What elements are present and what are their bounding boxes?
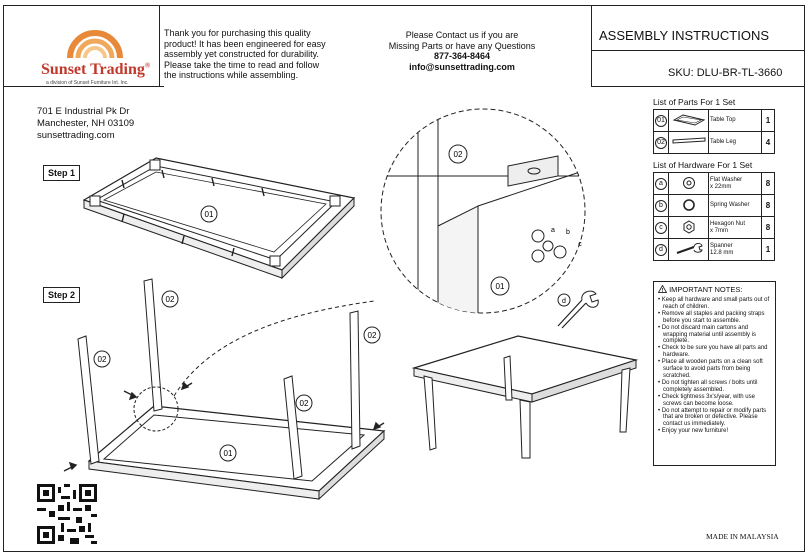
leg-label-step2-a: 02 [166,295,175,304]
contact-phone[interactable]: 877-364-8464 [433,51,491,61]
address-line-2: Manchester, NH 03109 [37,118,135,129]
qr-code-icon[interactable] [37,484,97,544]
company-address: 701 E Industrial Pk Dr Manchester, NH 03… [37,106,134,142]
part-qty: 4 [761,131,775,154]
table-top-icon [672,113,705,126]
spanner-small-icon [676,242,703,254]
detail-circle-diagram: 02 01 a b c [380,108,586,314]
divider [159,6,160,86]
hexagon-nut-icon [683,219,694,234]
part-id: 02 [655,136,667,149]
important-notes-list: • Keep all hardware and small parts out … [658,297,771,435]
part-qty: 1 [761,109,775,132]
hardware-id: a [655,177,667,190]
thanks-line: assembly yet constructed for durability. [164,49,319,59]
thank-you-text: Thank you for purchasing this quality pr… [164,28,326,81]
list-item: • Keep all hardware and small parts out … [658,297,770,310]
hardware-list-title: List of Hardware For 1 Set [653,160,753,170]
list-item: • Enjoy your new furniture! [658,428,729,435]
step-2-label: Step 2 [43,287,81,303]
table-row: 01 Table Top 1 [653,109,775,132]
svg-text:!: ! [662,288,664,293]
part-name: Table Leg [708,131,762,154]
tabletop-label-step2: 01 [224,449,233,458]
parts-list-title: List of Parts For 1 Set [653,97,736,107]
important-notes-box: ! IMPORTANT NOTES: • Keep all hardware a… [653,281,776,466]
tabletop-label-detail: 01 [496,282,505,291]
list-item: • Do not discard main cartons and wrappi… [658,324,757,345]
spanner-label: d [562,298,566,305]
made-in-label: MADE IN MALAYSIA [706,532,779,541]
divider [591,50,804,51]
list-item: • Check to be sure you have all parts an… [658,345,768,359]
leg-label-step2-c: 02 [368,331,377,340]
hardware-c-label: c [578,241,582,248]
leg-label-step2-d: 02 [300,399,309,408]
table-row: b Spring Washer 8 [653,194,775,217]
thanks-line: the instructions while assembling. [164,70,299,80]
parts-table: 01 Table Top 1 02 Table Leg 4 [653,109,775,154]
tabletop-label-step1: 01 [205,210,214,219]
table-row: 02 Table Leg 4 [653,131,775,154]
address-line-1: 701 E Industrial Pk Dr [37,106,130,117]
list-item: • Place all wooden parts on a clean soft… [658,359,763,379]
leg-label-step2-b: 02 [98,355,107,364]
list-item: • Remove all staples and packing straps … [658,310,765,324]
instruction-sheet: Sunset Trading® a division of Sunset Fur… [3,5,805,552]
list-item: • Check tightness 3x's/year, with use sc… [658,393,755,407]
important-notes-title: IMPORTANT NOTES: [669,285,743,294]
company-subtitle: a division of Sunset Furniture Int. Inc. [46,80,129,86]
spanner-icon: d [557,290,599,329]
company-name: Sunset Trading® [41,61,151,78]
step-1-label: Step 1 [43,165,81,181]
important-notes-header: ! IMPORTANT NOTES: [657,284,771,294]
part-name: Table Top [708,109,762,132]
assembled-table-diagram [411,335,639,459]
thanks-line: Thank you for purchasing this quality [164,28,311,38]
warning-icon: ! [657,284,668,294]
hardware-id: b [655,199,667,212]
step-1-diagram: 01 [82,157,356,280]
divider [4,86,164,87]
hardware-id: c [655,221,667,234]
hardware-id: d [655,243,667,256]
thanks-line: Please take the time to read and follow [164,59,320,70]
thanks-line: product! It has been engineered for easy [164,38,326,49]
contact-line: Please Contact us if you are [405,30,519,40]
sunset-logo-icon [67,30,123,58]
website-link[interactable]: sunsettrading.com [37,130,115,141]
list-item: • Do not tighten all screws / bolts unti… [658,379,758,393]
hardware-qty: 8 [761,172,775,195]
hardware-qty: 8 [761,216,775,239]
contact-email[interactable]: info@sunsettrading.com [409,61,515,72]
flat-washer-icon [682,176,695,189]
contact-line: Missing Parts or have any Questions [388,40,536,51]
hardware-qty: 1 [761,238,775,261]
hardware-a-label: a [551,227,555,234]
hardware-b-label: b [566,229,570,236]
spring-washer-icon [682,198,695,211]
table-leg-icon [672,136,705,144]
hardware-qty: 8 [761,194,775,217]
part-id: 01 [655,114,667,127]
leg-label-detail: 02 [454,150,463,159]
contact-block: Please Contact us if you are Missing Par… [367,30,557,72]
sku-label: SKU: DLU-BR-TL-3660 [668,67,783,79]
divider [591,86,804,87]
page-title: ASSEMBLY INSTRUCTIONS [599,28,769,43]
hardware-name: Spring Washer [708,194,762,217]
step-2-diagram: 02 02 02 02 01 [63,278,386,501]
list-item: • Do not attempt to repair or modify par… [658,407,767,428]
divider [591,6,592,86]
